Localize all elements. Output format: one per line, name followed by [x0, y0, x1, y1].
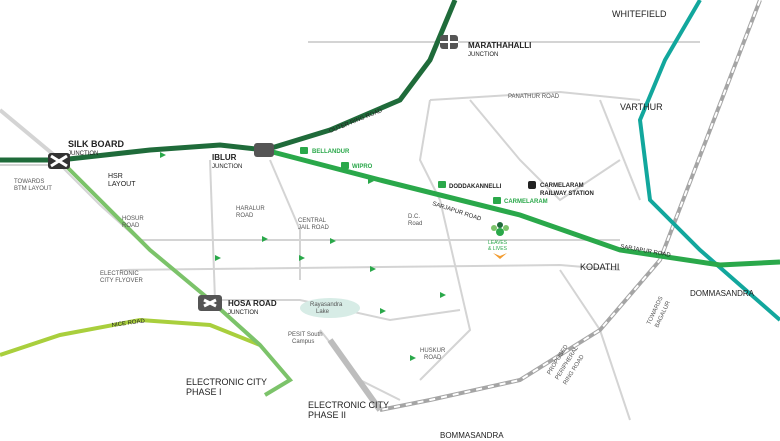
ec-phase1-label: ELECTRONIC CITY	[186, 377, 267, 387]
marathahalli-cross	[440, 35, 458, 49]
central-jail-road	[269, 159, 301, 280]
carmelaram-station-label-2: RAILWAY STATION	[540, 191, 594, 197]
doddakannelli-pin	[438, 181, 446, 188]
panathur-road-label: PANATHUR ROAD	[508, 94, 560, 100]
outer-ring-road-line	[0, 0, 458, 163]
doddakannelli-label: DODDAKANNELLI	[449, 184, 502, 190]
bellandur-pin	[300, 147, 308, 154]
bellandur-label: BELLANDUR	[312, 149, 350, 155]
wipro-pin	[341, 162, 349, 169]
haralur-road	[209, 159, 216, 301]
ec-phase2-label-2: PHASE II	[308, 410, 346, 420]
iblur-sub: JUNCTION	[212, 164, 242, 170]
hsr-label: HSR	[108, 173, 123, 180]
varthur-link	[599, 99, 641, 201]
hsr-label-2: LAYOUT	[108, 181, 136, 188]
bommasandra-label: BOMMASANDRA	[440, 431, 504, 440]
pesit-label: PESIT South	[288, 332, 323, 338]
rayasandra-lake	[300, 298, 360, 318]
silkboard-sub: JUNCTION	[68, 151, 98, 157]
project-logo	[491, 222, 509, 259]
marathahalli-sub: JUNCTION	[468, 52, 498, 58]
huskur-label: HUSKUR	[420, 348, 446, 354]
hosur-road-label: HOSUR	[122, 216, 144, 222]
panathur-road	[429, 90, 641, 101]
hosur-road-label-2: ROAD	[122, 223, 140, 229]
wipro-label: WIPRO	[352, 164, 373, 170]
iblur-marker	[254, 143, 274, 157]
towards-btm-label-2: BTM LAYOUT	[14, 186, 52, 192]
haralur-road-label: HARALUR	[236, 206, 265, 212]
central-jail-label-2: JAIL ROAD	[298, 225, 329, 231]
rayasandra-label-2: Lake	[316, 309, 330, 315]
carmelaram-station-label: CARMELARAM	[540, 183, 584, 189]
nice-road-line	[0, 317, 261, 357]
dc-road-label: D.C.	[408, 214, 420, 220]
project-name-2: & LIVES	[488, 246, 508, 252]
landmark-pins	[300, 147, 501, 204]
huskur-label-2: ROAD	[424, 355, 442, 361]
hosaroad-sub: JUNCTION	[228, 310, 258, 316]
ec-flyover-label: ELECTRONIC	[100, 271, 139, 277]
ec-flyover-label-2: CITY FLYOVER	[100, 278, 143, 284]
hosaroad-label: HOSA ROAD	[228, 299, 277, 308]
kodathi-label: KODATHI	[580, 262, 619, 272]
pesit-label-2: Campus	[292, 339, 314, 345]
towards-btm-label: TOWARDS	[14, 179, 44, 185]
silkboard-label: SILK BOARD	[68, 139, 125, 149]
outer-ring-road-label: OUTER RING ROAD	[329, 108, 384, 135]
carmelaram-pin	[493, 197, 501, 204]
road-arrows	[160, 152, 446, 361]
dommasandra-label: DOMMASANDRA	[690, 289, 755, 298]
carmelaram-label: CARMELARAM	[504, 199, 548, 205]
ec-phase2-label: ELECTRONIC CITY	[308, 400, 389, 410]
hosaroad-cross	[203, 298, 217, 308]
ec-flyover-line	[58, 158, 294, 397]
nice-road-label: NICE ROAD	[111, 318, 146, 329]
ec-phase1-label-2: PHASE I	[186, 387, 222, 397]
teal-road	[637, 0, 780, 322]
haralur-road-label-2: ROAD	[236, 213, 254, 219]
railway-line	[327, 0, 762, 412]
rayasandra-label: Rayasandra	[310, 302, 343, 308]
cross-road-2	[119, 263, 621, 271]
dommasandra-road	[559, 269, 631, 421]
central-jail-label: CENTRAL	[298, 218, 327, 224]
marathahalli-label: MARATHAHALLI	[468, 41, 531, 50]
silkboard-marker	[48, 153, 70, 169]
inner-road	[469, 99, 621, 202]
varthur-label: VARTHUR	[620, 102, 663, 112]
btm-road	[0, 108, 62, 162]
railway-station-icon	[528, 181, 536, 189]
sarjapur-road-line	[264, 147, 780, 268]
whitefield-label: WHITEFIELD	[612, 9, 667, 19]
project-name: LEAVES	[488, 240, 508, 246]
dc-road	[418, 99, 472, 381]
dc-road-label-2: Road	[408, 221, 422, 227]
iblur-label: IBLUR	[212, 153, 237, 162]
